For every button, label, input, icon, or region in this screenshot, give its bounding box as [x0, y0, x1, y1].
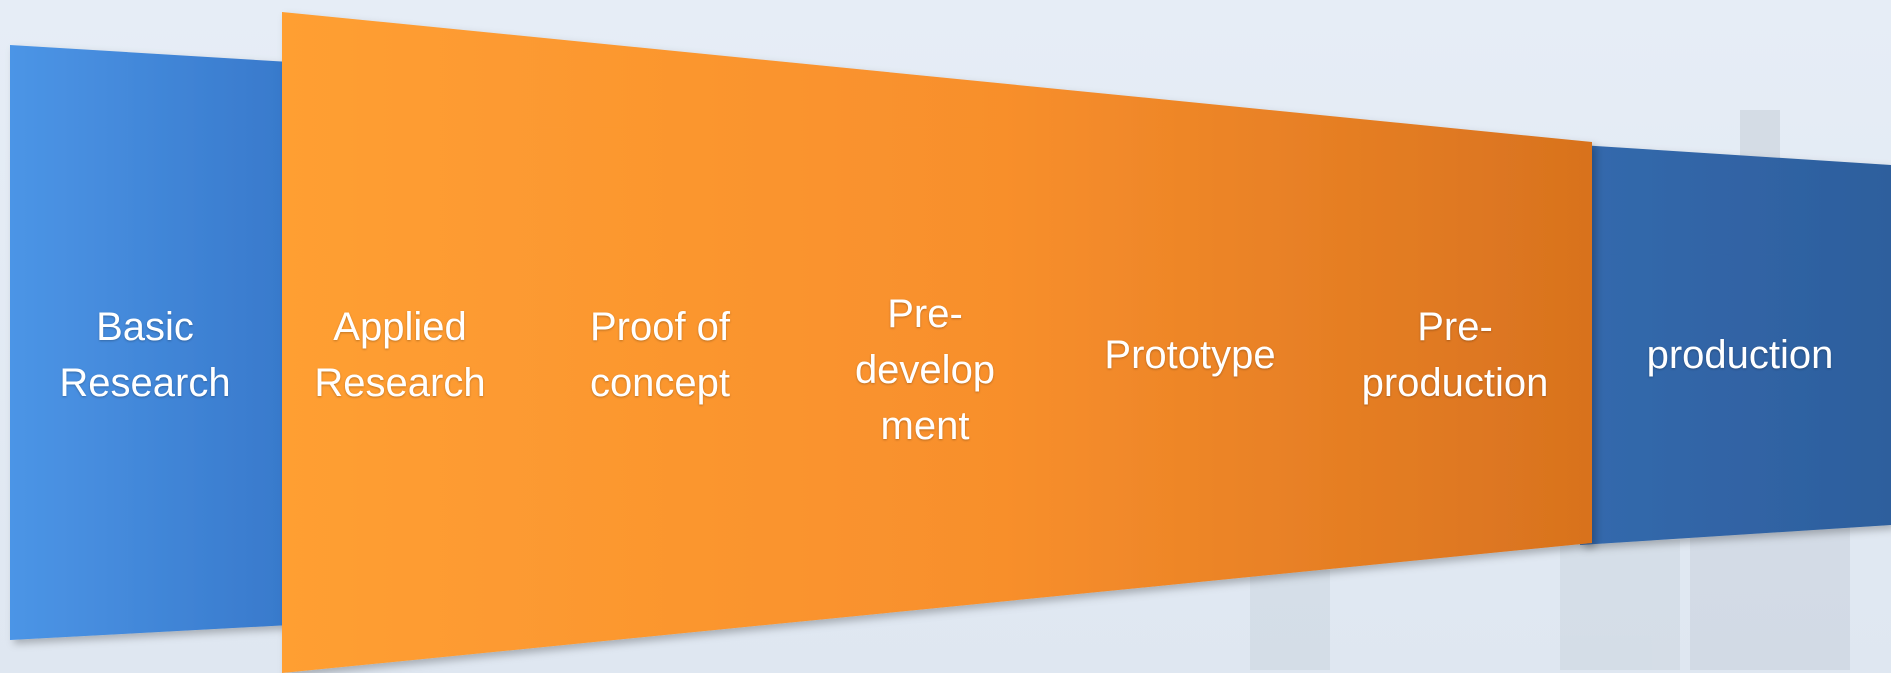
stage-basic-research: Basic Research [59, 305, 231, 405]
development-funnel-shape [282, 12, 1592, 673]
production-shape [1580, 145, 1891, 545]
stage-pre-production: Pre- production [1361, 305, 1549, 405]
stage-pre-development: Pre- develop ment [854, 292, 996, 448]
stage-prototype: Prototype [1104, 333, 1276, 377]
stage-proof-of-concept: Proof of concept [589, 305, 731, 405]
basic-research-shape [10, 45, 290, 640]
stage-production: production [1646, 333, 1834, 377]
stage-applied-research: Applied Research [314, 305, 486, 405]
